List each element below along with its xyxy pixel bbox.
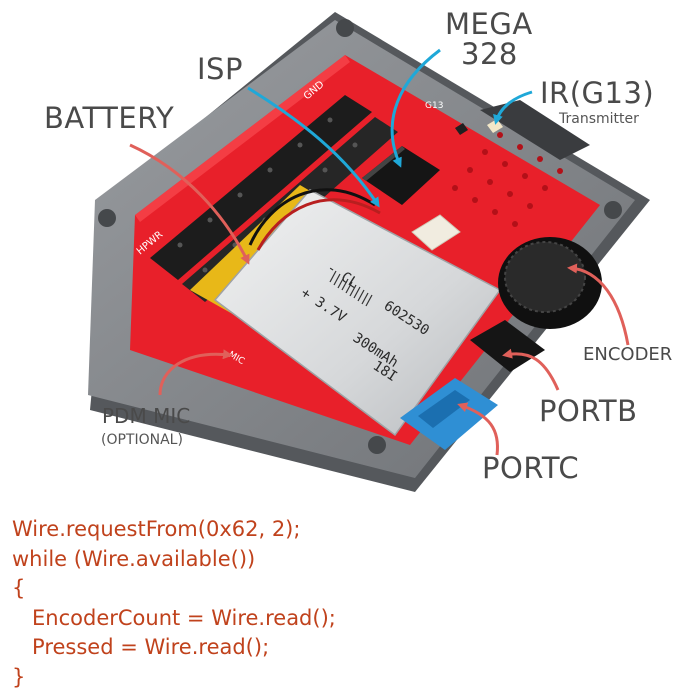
battery: - CL + 3.7V 602530 300mAh 18I xyxy=(190,185,502,437)
label-mega: MEGA xyxy=(445,7,533,41)
code-line: } xyxy=(12,664,26,689)
proto-grid xyxy=(452,132,563,227)
label-isp: ISP xyxy=(197,52,243,86)
label-encoder: ENCODER xyxy=(583,344,673,365)
white-connector xyxy=(411,214,461,251)
label-battery: BATTERY xyxy=(44,101,175,135)
portb-connector xyxy=(470,320,545,372)
battery-barcode xyxy=(329,270,373,307)
arrow-battery xyxy=(129,143,250,265)
arrow-portb xyxy=(502,348,560,391)
code-line: Wire.requestFrom(0x62, 2); xyxy=(12,517,301,541)
code-line: { xyxy=(12,576,26,600)
label-ir-transmitter: Transmitter xyxy=(559,111,639,127)
label-pdm-optional: (OPTIONAL) xyxy=(101,432,183,448)
arrow-encoder xyxy=(567,263,630,346)
encoder-knob xyxy=(498,237,602,329)
label-pdm-mic: PDM MIC xyxy=(102,404,191,428)
label-portc: PORTC xyxy=(482,451,580,485)
arrow-ir xyxy=(493,90,533,125)
code-snippet: Wire.requestFrom(0x62, 2); while (Wire.av… xyxy=(12,515,336,692)
arrow-portc xyxy=(457,402,500,456)
code-line: Pressed = Wire.read(); xyxy=(12,635,270,659)
code-line: EncoderCount = Wire.read(); xyxy=(12,605,336,630)
edge-header xyxy=(480,100,590,160)
label-ir: IR(G13) xyxy=(540,76,655,110)
callout-arrows xyxy=(129,48,630,456)
arrow-isp xyxy=(247,86,380,208)
portc-connector xyxy=(400,378,498,450)
mega328-chip xyxy=(362,146,440,205)
silk-g13: G13 xyxy=(425,101,443,111)
arrow-mic xyxy=(158,349,233,396)
label-328: 328 xyxy=(461,37,518,71)
code-line: while (Wire.available()) xyxy=(12,546,256,571)
arrow-mega xyxy=(390,48,441,168)
label-portb: PORTB xyxy=(539,394,638,428)
